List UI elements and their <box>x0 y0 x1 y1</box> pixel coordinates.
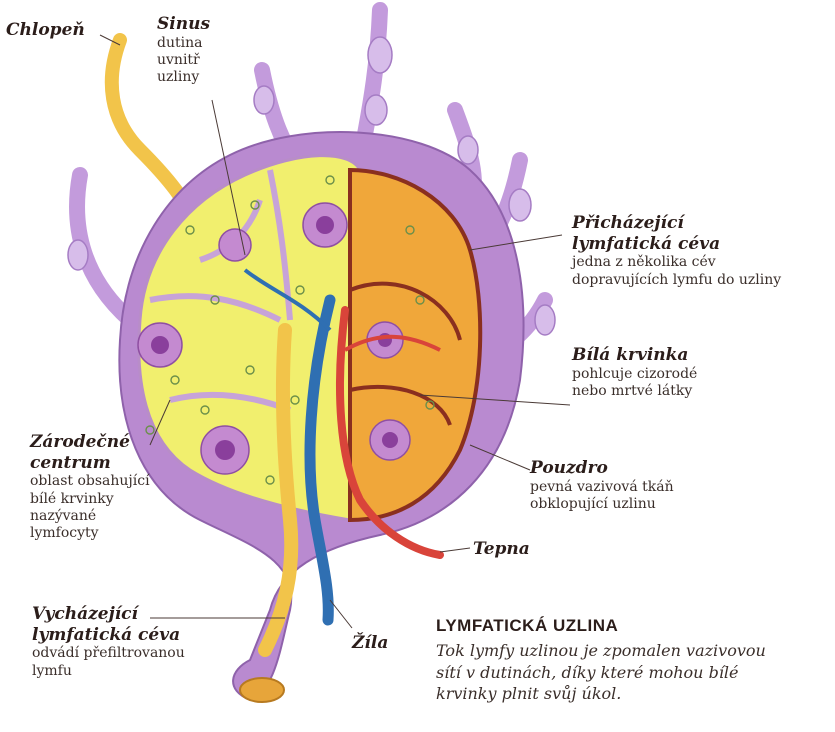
label-capsule: Pouzdro pevná vazivová tkáň obklopující … <box>530 458 674 513</box>
label-artery: Tepna <box>473 539 530 560</box>
label-artery-title: Tepna <box>473 539 530 560</box>
label-white-blood-cell-line: nebo mrtvé látky <box>572 383 697 400</box>
caption-line: krvinky plnit svůj úkol. <box>436 683 826 705</box>
label-capsule-line: obklopující uzlinu <box>530 496 674 513</box>
label-valve: Chlopeň <box>6 20 85 41</box>
label-incoming-vessel: Přicházející lymfatická céva jedna z něk… <box>572 213 781 289</box>
label-sinus: Sinus dutina uvnitř uzliny <box>157 14 210 86</box>
label-incoming-vessel-title: lymfatická céva <box>572 234 781 255</box>
label-outgoing-vessel-title: lymfatická céva <box>32 625 185 646</box>
label-germinal-center-title: centrum <box>30 453 150 474</box>
label-white-blood-cell-line: pohlcuje cizorodé <box>572 366 697 383</box>
label-capsule-title: Pouzdro <box>530 458 674 479</box>
label-sinus-line: uzliny <box>157 69 210 86</box>
diagram-caption: LYMFATICKÁ UZLINA Tok lymfy uzlinou je z… <box>436 616 826 705</box>
label-white-blood-cell: Bílá krvinka pohlcuje cizorodé nebo mrtv… <box>572 345 697 400</box>
label-incoming-vessel-line: dopravujících lymfu do uzliny <box>572 272 781 289</box>
label-germinal-center-line: oblast obsahující <box>30 473 150 490</box>
caption-title: LYMFATICKÁ UZLINA <box>436 616 826 636</box>
caption-line: sítí v dutinách, díky které mohou bílé <box>436 662 826 684</box>
label-vein: Žíla <box>352 633 388 654</box>
label-outgoing-vessel-title: Vycházející <box>32 604 185 625</box>
label-germinal-center-line: lymfocyty <box>30 525 150 542</box>
label-germinal-center: Zárodečné centrum oblast obsahující bílé… <box>30 432 150 542</box>
label-germinal-center-line: bílé krvinky <box>30 491 150 508</box>
label-capsule-line: pevná vazivová tkáň <box>530 479 674 496</box>
label-germinal-center-title: Zárodečné <box>30 432 150 453</box>
label-white-blood-cell-title: Bílá krvinka <box>572 345 697 366</box>
label-incoming-vessel-title: Přicházející <box>572 213 781 234</box>
label-outgoing-vessel-line: odvádí přefiltrovanou <box>32 645 185 662</box>
label-sinus-title: Sinus <box>157 14 210 35</box>
label-valve-title: Chlopeň <box>6 20 85 41</box>
label-incoming-vessel-line: jedna z několika cév <box>572 254 781 271</box>
caption-text: Tok lymfy uzlinou je zpomalen vazivovou … <box>436 640 826 705</box>
label-sinus-line: uvnitř <box>157 52 210 69</box>
label-vein-title: Žíla <box>352 633 388 654</box>
caption-line: Tok lymfy uzlinou je zpomalen vazivovou <box>436 640 826 662</box>
outgoing-vessel-end <box>240 678 284 702</box>
label-outgoing-vessel-line: lymfu <box>32 663 185 680</box>
label-germinal-center-line: nazývané <box>30 508 150 525</box>
label-sinus-line: dutina <box>157 35 210 52</box>
label-outgoing-vessel: Vycházející lymfatická céva odvádí přefi… <box>32 604 185 680</box>
